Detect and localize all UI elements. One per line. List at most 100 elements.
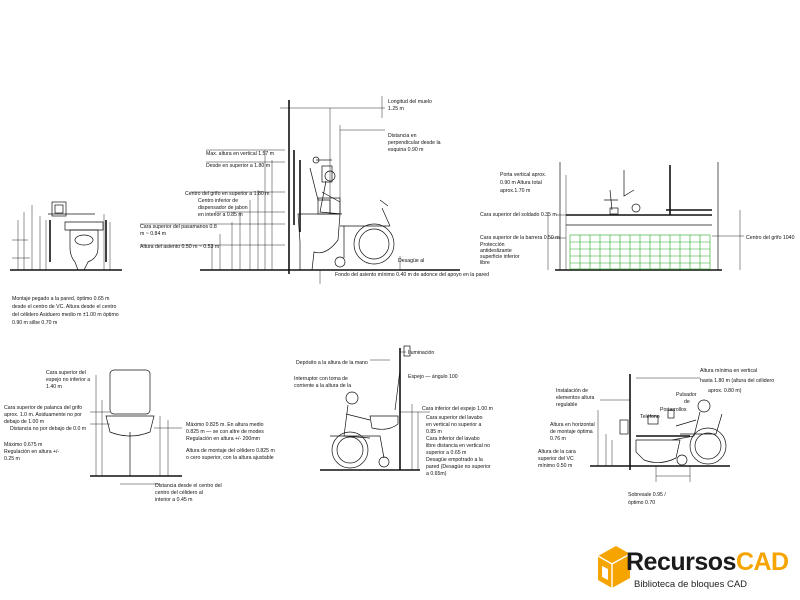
label: mínimo 0.50 m [538,463,572,469]
note-line: desde el centro de VC. Altura desde el c… [12,304,117,310]
wheelchair-wheel [689,427,727,465]
label: pared (Desagüe no superior [426,464,491,470]
person-head [697,399,711,413]
wheelchair-wheel [331,431,369,469]
label: libre [480,260,490,266]
washbasin-side [369,415,399,430]
label: superficie inferior [480,254,520,260]
label: Desagüe empotrado a la [426,457,483,463]
label: esquina 0.90 m [388,147,423,153]
person-head [345,391,359,405]
label: Instalación de [556,388,588,394]
label: Cara superior del soldado 0.35 m [480,212,557,218]
label: Pulsador [676,392,697,398]
flush-plate [51,201,67,217]
push-button [667,409,675,419]
label: en interior a 0.85 m [198,212,243,218]
wc-bowl-side [635,439,681,463]
label: de [684,399,690,405]
label: Máximo 0.675 m [4,442,42,448]
recursoscad-logo: RecursosCAD Biblioteca de bloques CAD [590,540,800,600]
label: 0.25 m [4,456,20,462]
label: centro del célidero al [155,490,203,496]
note-line: 0.90 m silbe 0.70 m [12,320,57,326]
label: Distancia desde el centro del [155,483,222,489]
washbasin-front [105,415,155,437]
label: Iluminación [408,350,434,356]
label: Desde en superior a 1.80 m [206,163,270,169]
label: Porta vertical aprox. [500,172,546,178]
label: 1.25 m [388,106,404,112]
label: superior del VC [538,456,574,462]
label: Centro del grifo en superior a 1.80 m [185,191,270,197]
drawing-wc-side-wheelchair: Longitud del muelo 1.25 m Distancia en p… [140,96,489,284]
label: Regulación en altura +/- [4,449,59,455]
label: Espejo — ángulo 100 [408,374,458,380]
label: Sobresale 0.95 / [628,492,666,498]
label: Desagüe al [398,258,424,264]
label: Máximo 0.825 m. En altura medio [186,422,264,428]
label: Protección [480,242,505,248]
label: Altura en horizontal [550,422,595,428]
phone-box [619,419,629,435]
label: 0.90 m Altura total [500,180,542,186]
label: Altura de la cara [538,449,576,455]
label: Cara inferior del lavabo [426,436,480,442]
label: Cara superior del lavabo [426,415,483,421]
label: Fondo del asiento mínimo 0.40 m de adonc… [335,272,489,278]
label: Altura del asiento 0.50 m ~ 0.53 m [140,244,219,250]
label: Regulación en altura +/- 200mm [186,436,260,442]
label: aprox. 1.0 m. Asiduamente no por [4,412,82,418]
person-head [324,170,336,182]
logo-title: RecursosCAD [626,548,789,577]
label: Cara superior del [46,370,86,376]
drawing-bathtub: Porta vertical aprox. 0.90 m Altura tota… [480,162,795,271]
mirror [109,369,151,415]
label: en vertical no superior a [426,422,481,428]
note-line: Montaje pegado a la pared, óptimo 0.65 m [12,296,109,302]
label: elementos altura [556,395,594,401]
drawing-washbasin-side: Depósito a la altura de la mano Iluminac… [294,345,493,477]
label: Cara inferior del espejo 1.00 m [422,406,493,412]
label: Longitud del muelo [388,99,432,105]
label: corriente a la altura de la [294,383,351,389]
label: Centro inferior de [198,198,238,204]
wheelchair-wheel [353,223,395,265]
logo-name-a: Recursos [626,548,736,576]
drawing-wc-elevation: Montaje pegado a la pared, óptimo 0.65 m… [10,201,122,326]
label: espejo no inferior a [46,377,90,383]
label: dispensador de jabon [198,205,248,211]
label: o cero superior, con la altura ajustable [186,455,274,461]
label: superior a 0.65 m [426,450,466,456]
label: Teléfono [640,414,660,420]
wc-bowl-front [69,229,99,271]
label: Centro del grifo 1040 [746,235,795,241]
label: 0.76 m [550,436,566,442]
label: Altura mínima en vertical [700,368,757,374]
label: regulable [556,402,577,408]
logo-subtitle: Biblioteca de bloques CAD [634,579,748,590]
label: 0.85 m [426,429,442,435]
label: Cara superior del pasamanos 0.8 [140,224,217,230]
drawing-wc-accessories: Altura mínima en vertical hasta 1.80 m (… [538,368,774,506]
label: óptimo 0.70 [628,500,655,506]
label: Cara superior de palanca del grifo [4,405,82,411]
label: Altura de montaje del célidero 0.825 m [186,448,275,454]
tile-grid [569,234,711,270]
label: Interruptor con toma de [294,376,348,382]
label: Depósito a la altura de la mano [296,360,368,366]
logo-name-b: CAD [735,548,789,576]
note-line: del célidero Asiduero medio m ±1.00 m óp… [12,312,119,318]
label: m ~ 0.84 m [140,231,166,237]
lamp [403,345,411,357]
label: Distancia no por debajo de 0.0 m [10,426,86,432]
drawing-washbasin-front: Cara superior del espejo no inferior a 1… [4,369,275,503]
wc-bowl-side [297,213,341,271]
label: 0.825 m — se con altre de modes [186,429,264,435]
label: debajo de 1.00 m [4,419,44,425]
label: antideslizante [480,248,512,254]
label: Distancia en [388,133,417,139]
label: de montaje óptima [550,429,593,435]
label: aprox.1.70 m [500,188,530,194]
